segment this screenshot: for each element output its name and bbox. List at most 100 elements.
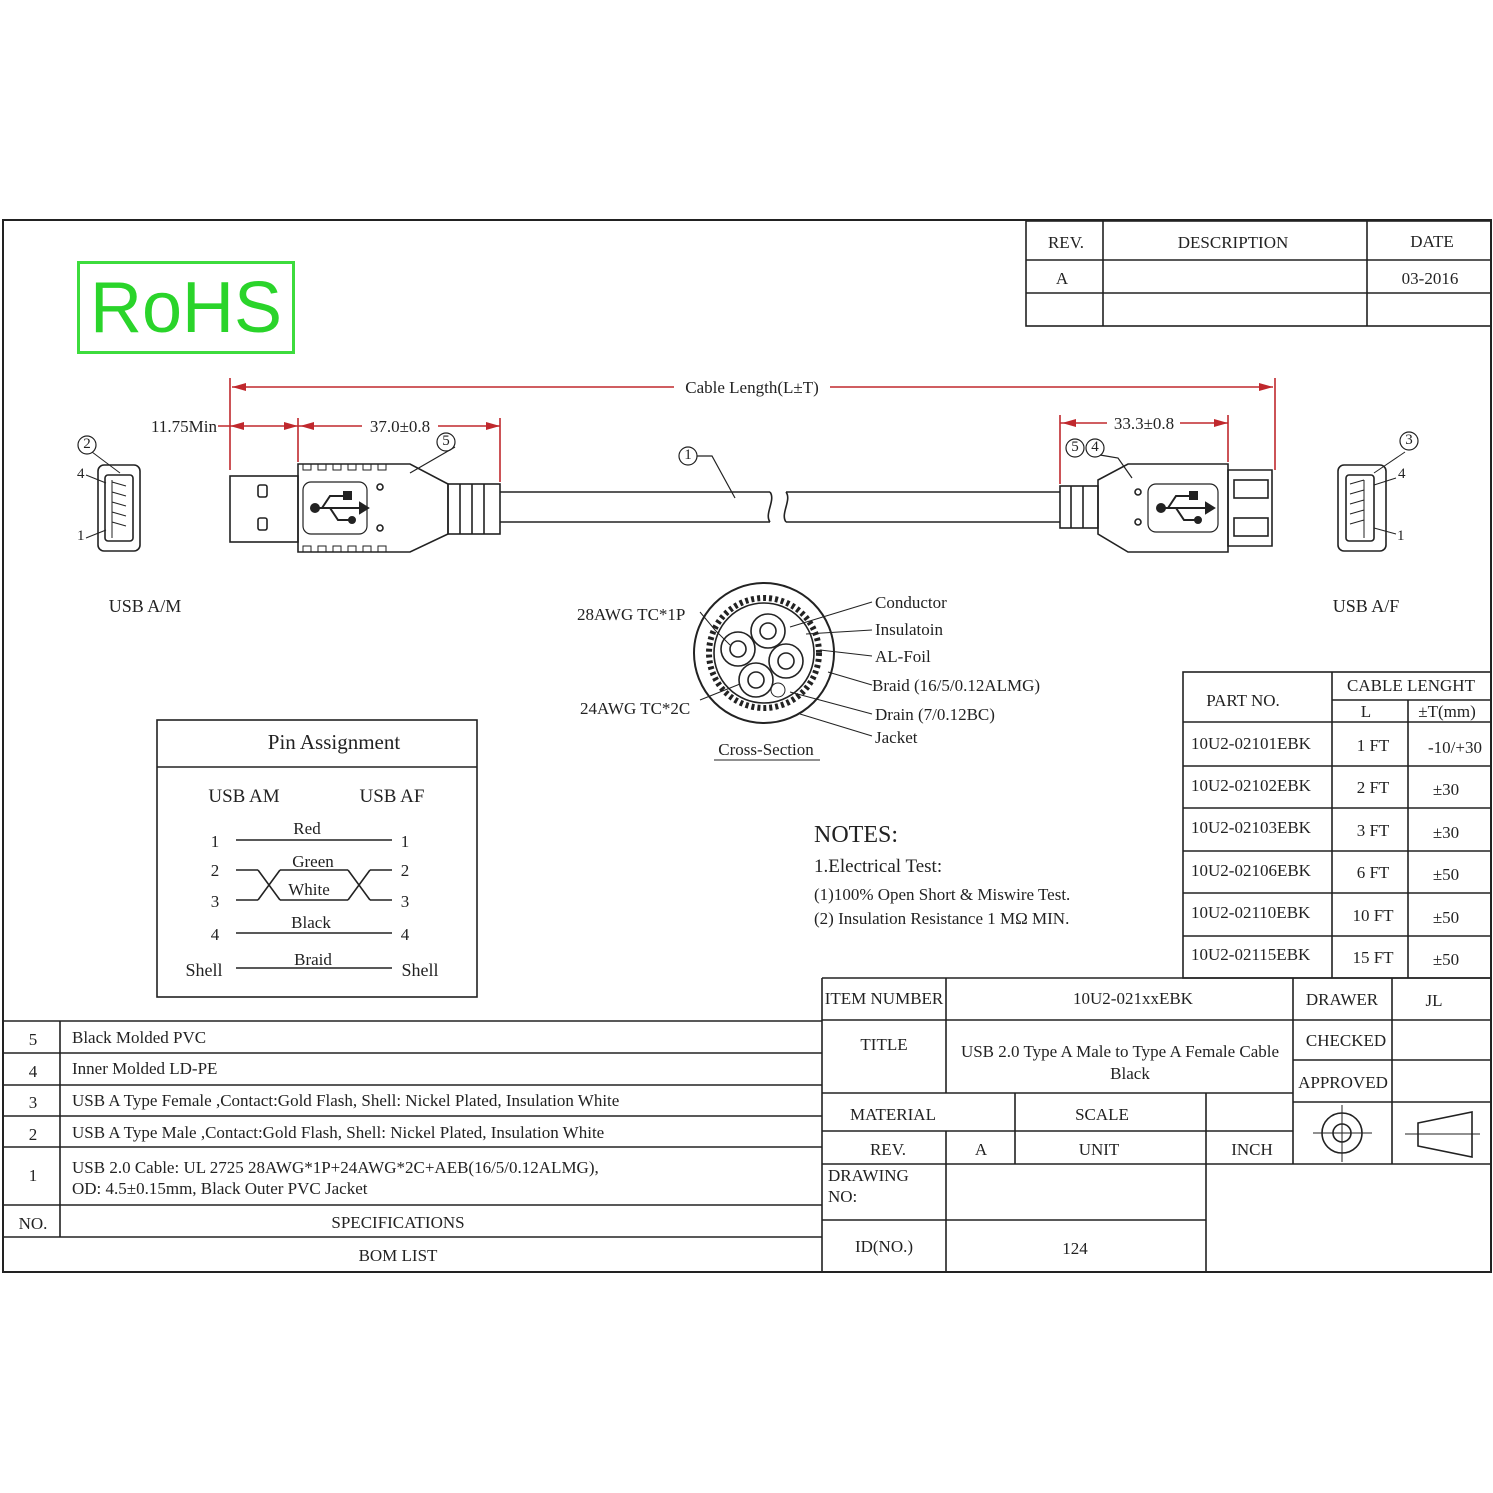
part-row-5-tol: ±50 xyxy=(1432,908,1460,927)
rev-block-value: A xyxy=(974,1140,988,1159)
pin-left-3: 3 xyxy=(210,892,220,911)
pin-assignment-title: Pin Assignment xyxy=(267,730,401,754)
pin-right-2: 2 xyxy=(400,861,410,880)
bom-no-5: 5 xyxy=(28,1030,38,1049)
cross-section-drawing xyxy=(693,582,873,761)
usb-logo-male xyxy=(310,491,370,524)
bom-spec-4: Inner Molded LD-PE xyxy=(72,1059,218,1078)
date-header: DATE xyxy=(1410,232,1454,251)
pin-left-2: 2 xyxy=(210,861,220,880)
rev-header: REV. xyxy=(1047,233,1085,252)
part-no-header: PART NO. xyxy=(1206,691,1280,710)
bom-header-spec: SPECIFICATIONS xyxy=(331,1213,465,1232)
title-label: TITLE xyxy=(860,1035,908,1054)
usb-female-receptacle xyxy=(1059,463,1273,553)
pin-left-shell: Shell xyxy=(185,960,223,980)
pin-wire-black: Black xyxy=(291,913,331,932)
callout-conductor: Conductor xyxy=(875,593,947,612)
bom-spec-1-line-2: OD: 4.5±0.15mm, Black Outer PVC Jacket xyxy=(72,1179,368,1198)
pin-right-4: 4 xyxy=(400,925,410,944)
rohs-logo: RoHS xyxy=(77,261,295,354)
bom-spec-5: Black Molded PVC xyxy=(72,1028,207,1047)
pin-wire-red: Red xyxy=(293,819,321,838)
cable-length-dim: Cable Length(L±T) xyxy=(685,378,819,397)
usb-male-plug xyxy=(229,463,501,553)
unit-label: UNIT xyxy=(1078,1140,1120,1159)
pin-wire-green: Green xyxy=(292,852,334,871)
callout-braid: Braid (16/5/0.12ALMG) xyxy=(872,676,1041,695)
projection-symbol-cone xyxy=(1405,1111,1480,1158)
rev-label: REV. xyxy=(869,1140,907,1159)
part-row-1-length: 1 FT xyxy=(1356,736,1390,755)
bom-spec-2: USB A Type Male ,Contact:Gold Flash, She… xyxy=(72,1123,605,1142)
approved-label: APPROVED xyxy=(1298,1073,1388,1092)
title-line-1: USB 2.0 Type A Male to Type A Female Cab… xyxy=(960,1042,1280,1061)
usb-af-end-view xyxy=(1337,451,1406,552)
drawing-no-label-2: NO: xyxy=(828,1187,858,1206)
part-row-6: 10U2-02115EBK xyxy=(1191,945,1311,964)
drawing-no-label-1: DRAWING xyxy=(828,1166,909,1185)
pin-mark-right-4: 4 xyxy=(1398,466,1406,482)
rev-date: 03-2016 xyxy=(1401,269,1459,288)
checked-label: CHECKED xyxy=(1305,1031,1387,1050)
cross-section-caption: Cross-Section xyxy=(718,740,814,759)
part-row-2-tol: ±30 xyxy=(1432,780,1460,799)
pin-left-1: 1 xyxy=(210,832,220,851)
bom-no-2: 2 xyxy=(28,1125,38,1144)
part-row-2: 10U2-02102EBK xyxy=(1191,776,1311,795)
material-label: MATERIAL xyxy=(850,1105,936,1124)
bom-list-footer: BOM LIST xyxy=(358,1246,438,1265)
bom-no-4: 4 xyxy=(28,1062,38,1081)
item-number-value: 10U2-021xxEBK xyxy=(1073,989,1193,1008)
id-value: 124 xyxy=(1062,1239,1088,1258)
label-28awg: 28AWG TC*1P xyxy=(577,605,686,624)
dimension-lines xyxy=(218,378,1276,484)
description-header: DESCRIPTION xyxy=(1177,233,1289,252)
usb-af-label: USB A/F xyxy=(1332,596,1400,616)
balloon-5-right: 5 xyxy=(1071,439,1079,455)
part-row-4: 10U2-02106EBK xyxy=(1191,861,1311,880)
part-row-3: 10U2-02103EBK xyxy=(1191,818,1311,837)
callout-al-foil: AL-Foil xyxy=(875,647,931,666)
bom-table-grid xyxy=(3,1020,822,1238)
usb-am-label: USB A/M xyxy=(108,596,182,616)
balloon-1: 1 xyxy=(684,447,692,463)
drawer-value: JL xyxy=(1425,991,1443,1010)
label-24awg: 24AWG TC*2C xyxy=(580,699,691,718)
part-row-5-length: 10 FT xyxy=(1352,906,1394,925)
balloon-circles xyxy=(77,431,1419,499)
bom-no-1: 1 xyxy=(28,1166,38,1185)
projection-symbol-circle xyxy=(1313,1105,1372,1162)
pin-wire-white: White xyxy=(288,880,330,899)
balloon-3-right: 3 xyxy=(1405,432,1413,448)
part-row-3-length: 3 FT xyxy=(1356,821,1390,840)
pin-right-shell: Shell xyxy=(401,960,439,980)
part-row-4-length: 6 FT xyxy=(1356,863,1390,882)
notes-line-2: (1)100% Open Short & Miswire Test. xyxy=(814,885,1071,904)
pin-left-4: 4 xyxy=(210,925,220,944)
pin-mark-left-4: 4 xyxy=(77,466,85,482)
part-row-1-tol: -10/+30 xyxy=(1428,738,1482,757)
pin-right-1: 1 xyxy=(400,832,410,851)
female-length-dim: 33.3±0.8 xyxy=(1113,414,1175,433)
drawer-label: DRAWER xyxy=(1305,990,1379,1009)
rev-value: A xyxy=(1055,269,1069,288)
part-row-6-tol: ±50 xyxy=(1432,950,1460,969)
pin-mark-right-1: 1 xyxy=(1397,528,1405,544)
revision-table-grid xyxy=(1025,220,1492,327)
dimension-arrows xyxy=(230,383,1273,430)
pin-right-3: 3 xyxy=(400,892,410,911)
part-table-grid xyxy=(1182,671,1492,979)
balloon-4-right: 4 xyxy=(1091,439,1099,455)
callout-insulation: Insulatoin xyxy=(875,620,943,639)
pin-col-usb-af: USB AF xyxy=(359,786,425,807)
cable-length-header: CABLE LENGHT xyxy=(1347,676,1475,695)
notes-line-1: 1.Electrical Test: xyxy=(814,856,943,877)
part-row-1: 10U2-02101EBK xyxy=(1191,734,1311,753)
callout-drain: Drain (7/0.12BC) xyxy=(875,705,995,724)
title-block-grid xyxy=(821,977,1491,1272)
id-label: ID(NO.) xyxy=(854,1237,914,1256)
bom-header-no: NO. xyxy=(18,1214,48,1233)
